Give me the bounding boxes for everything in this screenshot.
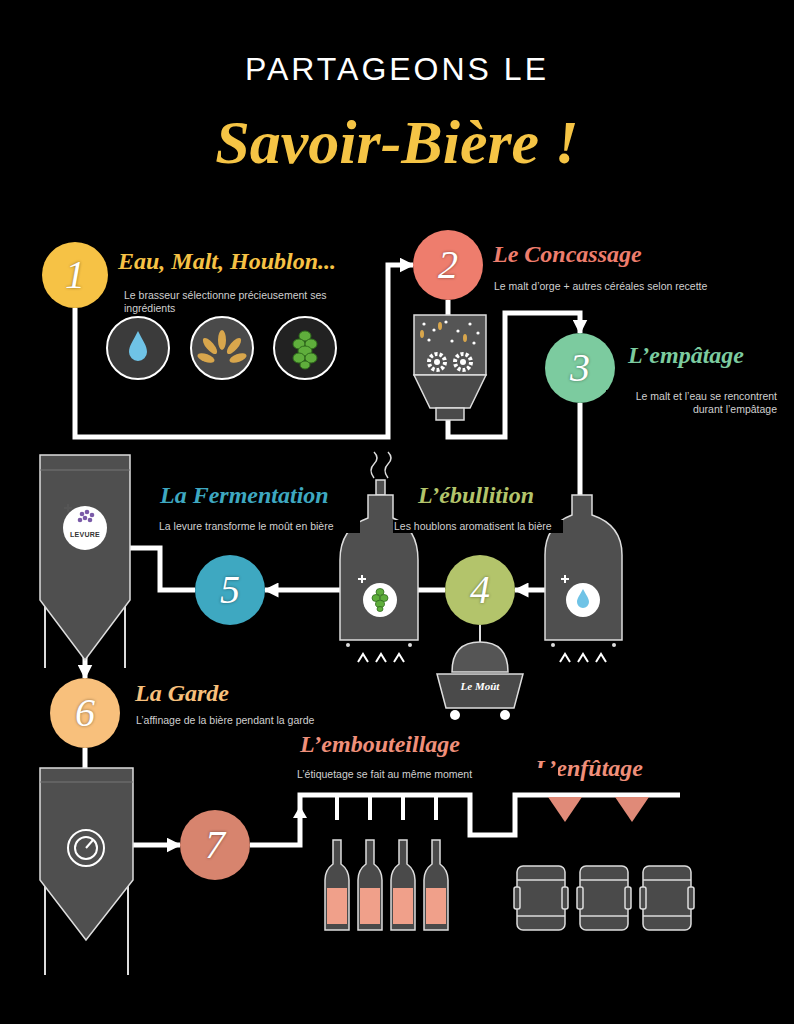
step-description: Le brasseur sélectionne précieusement se… bbox=[123, 289, 380, 315]
wort-cart bbox=[437, 625, 523, 720]
step-heading: La Garde bbox=[135, 679, 229, 708]
step-circle: 3L’empâtageLe malt et l’eau se rencontre… bbox=[545, 333, 615, 403]
step-number: 6 bbox=[75, 693, 95, 733]
step-circle: 6La GardeL’affinage de la bière pendant … bbox=[50, 678, 120, 748]
step-number: 2 bbox=[438, 245, 458, 285]
step-circle: 5La FermentationLa levure transforme le … bbox=[195, 555, 265, 625]
hop-icon bbox=[274, 317, 336, 379]
step-description: La levure transforme le moût en bière bbox=[158, 520, 360, 533]
step-number: 4 bbox=[470, 570, 490, 610]
step-description: L’affinage de la bière pendant la garde bbox=[135, 714, 417, 727]
step-circle: 2Le ConcassageLe malt d’orge + autres cé… bbox=[413, 230, 483, 300]
step-circle: 4L’ébullitionLes houblons aromatisent la… bbox=[445, 555, 515, 625]
step-heading: La Fermentation bbox=[160, 481, 329, 510]
grain-mill bbox=[414, 315, 486, 420]
cart-label: Le Moût bbox=[440, 680, 520, 693]
step-number: 1 bbox=[65, 255, 85, 295]
step-number: 3 bbox=[570, 348, 590, 388]
malt-icon bbox=[191, 317, 253, 379]
step-number: 5 bbox=[220, 570, 240, 610]
water-drop bbox=[129, 331, 147, 361]
beer-bottles bbox=[325, 840, 448, 930]
poster-title: Savoir-Bière ! bbox=[0, 108, 794, 176]
step-circle: 1Eau, Malt, Houblon...Le brasseur sélect… bbox=[42, 242, 108, 308]
bottling-line bbox=[250, 795, 680, 845]
step-heading: L’enfûtage bbox=[535, 754, 735, 783]
fermentation-tank bbox=[40, 455, 130, 668]
step-description: Le malt d’orge + autres céréales selon r… bbox=[493, 280, 780, 293]
boil-kettle bbox=[340, 452, 418, 662]
hop-cone bbox=[293, 331, 317, 369]
step-heading: L’embouteillage bbox=[300, 730, 460, 759]
step-heading: Le Concassage bbox=[493, 240, 642, 269]
beer-kegs bbox=[514, 866, 694, 930]
step-heading: Eau, Malt, Houblon... bbox=[118, 247, 336, 276]
badge-label: LEVURE bbox=[63, 531, 107, 539]
step-heading: L’ébullition bbox=[418, 481, 534, 510]
step-description: Les houblons aromatisent la bière bbox=[393, 520, 563, 533]
water-icon bbox=[107, 317, 169, 379]
step-description: Le malt et l’eau se rencontrent durant l… bbox=[606, 390, 778, 416]
step-heading: L’empâtage bbox=[628, 341, 744, 370]
step-circle: 7L’embouteillageL’étiquetage se fait au … bbox=[180, 810, 250, 880]
flow-connector bbox=[75, 265, 413, 437]
subtitle: PARTAGEONS LE bbox=[0, 50, 794, 88]
step-description: L’étiquetage se fait au même moment bbox=[296, 768, 558, 781]
conditioning-tank bbox=[40, 768, 133, 975]
step-number: 7 bbox=[205, 825, 225, 865]
wheat-grains bbox=[196, 330, 248, 365]
ingredient-icons bbox=[107, 317, 336, 379]
